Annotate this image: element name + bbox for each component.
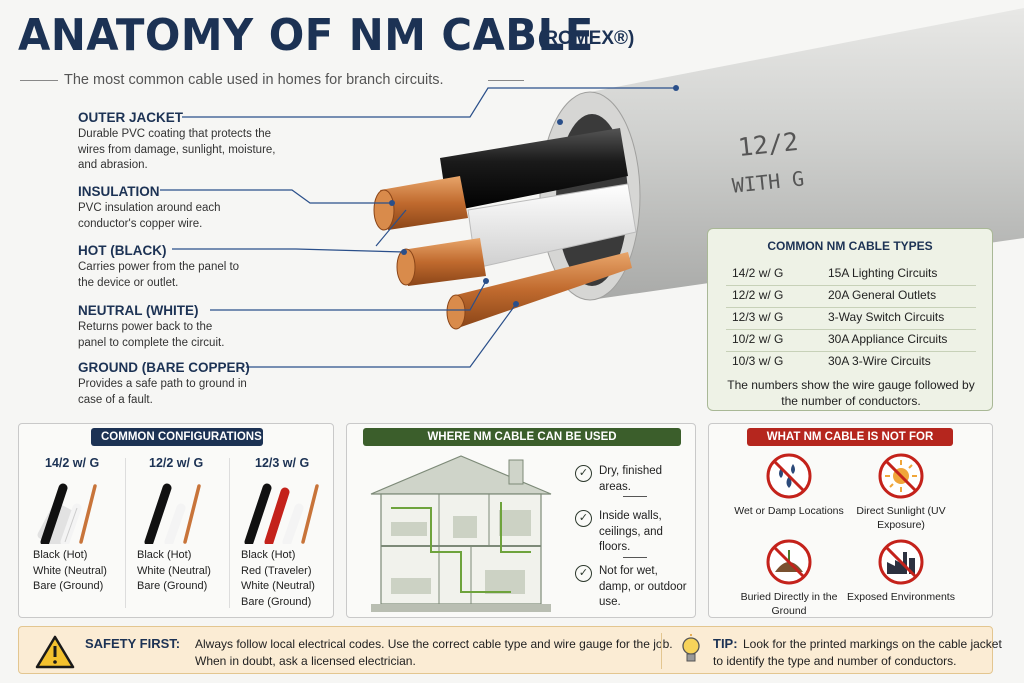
cable-type-use: 30A 3-Wire Circuits [828,354,931,368]
cable-type-name: 10/2 w/ G [732,332,784,346]
config-line: Red (Traveler) [241,564,312,577]
desc-outer-jacket: Durable PVC coating that protects the wi… [78,128,276,171]
cable-type-name: 10/3 w/ G [732,354,784,368]
safety-text-line2: When in doubt, ask a licensed electricia… [195,654,416,668]
desc-insulation: PVC insulation around each conductor's c… [78,202,221,230]
config-14-2-wires-icon [37,483,97,544]
desc-neutral-white: Returns power back to the panel to compl… [78,321,225,349]
tip-label: TIP: [713,636,738,651]
tip-text-line1: Look for the printed markings on the cab… [743,637,1002,651]
soil-icon [766,539,812,585]
safety-bar: SAFETY FIRST: Always follow local electr… [18,626,1002,674]
config-line: White (Neutral) [33,564,107,577]
where-item: Inside walls, ceilings, and floors. [599,510,663,553]
config-label: 14/2 w/ G [45,456,100,470]
cable-type-use: 15A Lighting Circuits [828,266,938,280]
not-for-label: Wet or Damp Locations [734,505,844,517]
safety-text-line1: Always follow local electrical codes. Us… [195,637,673,651]
page-subtitle: The most common cable used in homes for … [64,72,444,88]
ground-wire [452,252,632,328]
cable-type-row: 12/3 w/ G 3-Way Switch Circuits [732,310,944,324]
check-icon: ✓ [575,565,592,582]
cable-type-name: 14/2 w/ G [732,266,784,280]
not-for-label: Buried Directly in the Ground [740,591,838,617]
where-used-title: WHERE NM CABLE CAN BE USED [363,428,681,446]
config-list: Black (Hot) White (Neutral) Bare (Ground… [33,548,107,595]
config-label: 12/3 w/ G [255,456,310,470]
cable-types-panel: COMMON NM CABLE TYPES 14/2 w/ G 15A Light… [707,228,993,411]
label-ground: GROUND (BARE COPPER) [78,360,250,375]
config-line: Bare (Ground) [33,580,104,592]
check-icon: ✓ [575,510,592,527]
not-for-label: Exposed Environments [847,591,955,603]
where-used-panel: WHERE NM CABLE CAN BE USED ✓ Dry, finish… [346,423,696,618]
cable-type-row: 14/2 w/ G 15A Lighting Circuits [732,266,937,280]
sun-icon [878,453,924,499]
black-insulation [440,128,628,212]
where-item: Dry, finished areas. [599,465,663,493]
config-line: White (Neutral) [241,580,315,592]
cable-types-title: COMMON NM CABLE TYPES [767,239,933,253]
cable-types-note: The numbers show the wire gauge followed… [727,378,975,408]
cable-type-use: 20A General Outlets [828,288,937,302]
cable-type-use: 3-Way Switch Circuits [828,310,945,324]
desc-hot-black: Carries power from the panel to the devi… [78,261,240,289]
cable-type-name: 12/2 w/ G [732,288,784,302]
config-12-3-wires-icon [244,483,319,544]
cable-type-row: 10/3 w/ G 30A 3-Wire Circuits [732,354,931,368]
page-title: ANATOMY OF NM CABLE [18,10,594,61]
label-neutral-white: NEUTRAL (WHITE) [78,303,199,318]
factory-icon [878,539,924,585]
lightbulb-icon [682,634,700,662]
config-line: Black (Hot) [33,549,88,561]
cable-type-row: 12/2 w/ G 20A General Outlets [732,288,936,302]
cable-type-use: 30A Appliance Circuits [828,332,948,346]
tip-text-line2: to identify the type and number of condu… [713,654,957,668]
cable-type-name: 12/3 w/ G [732,310,784,324]
subtitle-rule-right [488,80,524,81]
page-title-suffix: (ROMEX®) [538,28,635,49]
configurations-title: COMMON CONFIGURATIONS [91,428,263,446]
check-icon: ✓ [575,465,592,482]
config-line: Bare (Ground) [137,580,208,592]
config-line: Black (Hot) [241,549,296,561]
water-drops-icon [766,453,812,499]
label-hot-black: HOT (BLACK) [78,243,167,258]
house-cutaway-icon [370,455,552,612]
outer-jacket [590,8,1024,300]
config-line: Black (Hot) [137,549,192,561]
desc-ground: Provides a safe path to ground in case o… [78,378,247,406]
config-line: White (Neutral) [137,564,211,577]
not-for-title: WHAT NM CABLE IS NOT FOR [747,428,953,446]
cable-illustration [160,8,1024,368]
subtitle-rule-left [20,80,58,81]
where-item: Not for wet, damp, or outdoor use. [599,565,687,608]
warning-icon [35,635,75,669]
configurations-panel: COMMON CONFIGURATIONS 14/2 w/ G Black (H… [18,423,334,618]
white-wire-copper [402,238,486,286]
config-12-2-wires-icon [144,483,201,544]
label-outer-jacket: OUTER JACKET [78,110,184,125]
safety-label: SAFETY FIRST: [85,636,181,651]
not-for-panel: WHAT NM CABLE IS NOT FOR Wet or Damp Loc… [708,423,993,618]
not-for-label: Direct Sunlight (UV Exposure) [856,505,946,531]
config-label: 12/2 w/ G [149,456,204,470]
black-wire-copper [380,176,468,230]
cable-type-row: 10/2 w/ G 30A Appliance Circuits [732,332,947,346]
config-line: Bare (Ground) [241,595,312,608]
label-insulation: INSULATION [78,184,160,199]
config-list: Black (Hot) White (Neutral) Bare (Ground… [137,548,211,595]
config-list: Black (Hot) Red (Traveler) White (Neutra… [241,548,315,610]
